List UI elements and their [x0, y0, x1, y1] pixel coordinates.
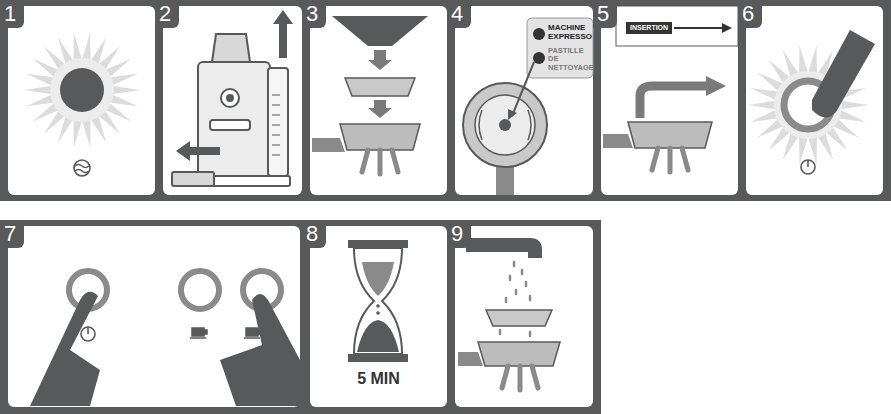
rinse — [458, 238, 560, 390]
step-number: 9 — [447, 220, 471, 248]
step-number: 3 — [302, 0, 326, 28]
glow-burst — [24, 33, 140, 148]
panels — [8, 6, 883, 407]
insertion-tag: INSERTION — [626, 22, 672, 34]
step-number: 2 — [155, 0, 179, 28]
step-panel: 7 — [8, 226, 300, 407]
step-number: 4 — [447, 0, 471, 28]
power-button — [784, 30, 875, 174]
step-number: 7 — [0, 220, 24, 248]
step-number: 8 — [302, 220, 326, 248]
step-panel: 5 — [601, 6, 738, 195]
step-panel: 9 — [455, 226, 593, 407]
step-panel: 1 — [8, 6, 155, 195]
step-panel: 2 — [163, 6, 302, 195]
cleaning-parts — [312, 16, 428, 174]
card-text: MACHINE EXPRESSO — [548, 24, 592, 42]
step-number: 1 — [0, 0, 24, 28]
button-press — [30, 271, 300, 406]
band — [0, 220, 601, 414]
step-panel: 6 — [746, 6, 883, 195]
band — [0, 0, 891, 201]
grind-icon — [74, 160, 90, 176]
espresso-machine — [172, 34, 290, 186]
step-panel: 3 — [310, 6, 447, 195]
step-number: 6 — [738, 0, 762, 28]
hourglass — [348, 240, 408, 362]
step-number: 5 — [593, 0, 617, 28]
insert-basket — [603, 6, 738, 172]
portafilter-top — [463, 18, 593, 195]
glow — [50, 58, 114, 122]
card-text: PASTILLE DE NETTOYAGE — [548, 47, 592, 72]
duration-label: 5 MIN — [310, 370, 447, 388]
arrows — [176, 10, 293, 161]
